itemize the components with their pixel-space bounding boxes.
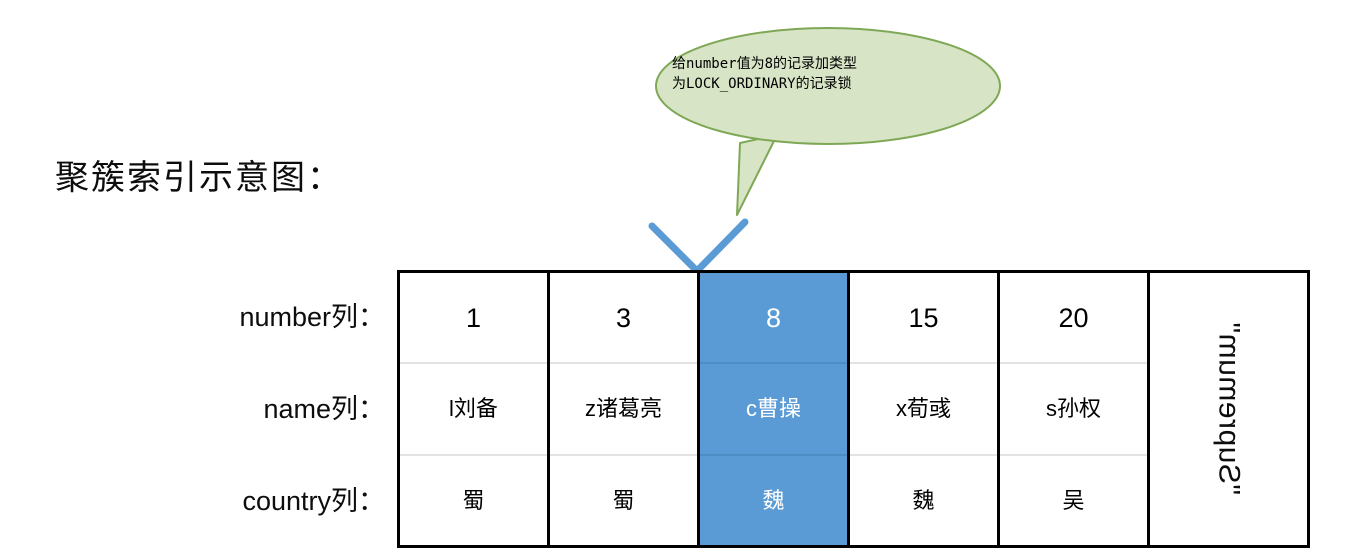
chevron-down-stroke [648,218,749,276]
cell-country: 蜀 [462,487,485,513]
row-label-number: number列： [239,302,385,332]
row-label-name: name列： [263,394,385,424]
record-column[interactable]: 3 z诸葛亮 蜀 [550,273,700,545]
record-column-locked[interactable]: 8 c曹操 魏 [700,273,850,545]
cell-name: l刘备 [400,364,547,456]
record-column[interactable]: 15 x荀彧 魏 [850,273,1000,545]
cell-name: x荀彧 [850,364,997,456]
supremum-column[interactable]: "Supremum" [1150,273,1307,545]
callout-bubble: 给number值为8的记录加类型 为LOCK_ORDINARY的记录锁 [640,18,1020,228]
cell-number: 15 [850,273,997,364]
record-column[interactable]: 20 s孙权 吴 [1000,273,1150,545]
callout-tail [736,134,778,216]
cell-name: z诸葛亮 [550,364,697,456]
pointer-arrow [640,212,760,276]
cell-country: 蜀 [612,487,635,513]
row-label-country: country列： [242,486,385,516]
page-title: 聚簇索引示意图： [55,160,343,197]
cell-number: 3 [550,273,697,364]
cell-name: s孙权 [1000,364,1147,456]
cell-country: 魏 [912,487,935,513]
supremum-cell: "Supremum" [1150,273,1307,545]
chevron-down-icon [648,218,749,276]
callout-text: 给number值为8的记录加类型 为LOCK_ORDINARY的记录锁 [672,54,972,94]
cell-name: c曹操 [700,364,847,456]
cell-number: 8 [700,273,847,364]
callout-line-1: 给number值为8的记录加类型 [672,56,858,72]
callout-bubble-shape [655,27,1001,216]
supremum-label: "Supremum" [1212,322,1246,496]
callout-ellipse [655,27,1001,145]
record-column[interactable]: 1 l刘备 蜀 [400,273,550,545]
cell-number: 1 [400,273,547,364]
cell-country: 吴 [1062,487,1085,513]
clustered-index-table: 1 l刘备 蜀 3 z诸葛亮 蜀 8 c曹操 魏 15 x荀彧 魏 20 s孙权… [397,270,1310,548]
row-label-column: number列： name列： country列： [40,270,385,548]
cell-number: 20 [1000,273,1147,364]
cell-country: 魏 [762,487,785,513]
callout-line-2: 为LOCK_ORDINARY的记录锁 [672,76,852,92]
